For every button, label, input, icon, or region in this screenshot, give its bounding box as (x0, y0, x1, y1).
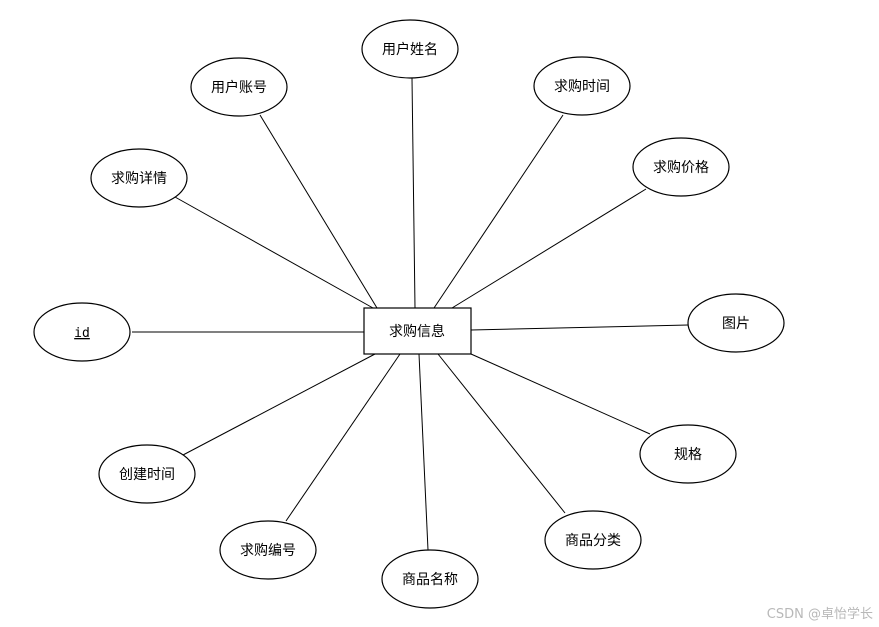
attribute-label-image: 图片 (722, 316, 750, 332)
entity-box: 求购信息 (363, 307, 472, 355)
connector-create-time (182, 353, 376, 456)
attribute-ellipse-user-account (190, 57, 288, 117)
attribute-label-user-account: 用户账号 (211, 79, 267, 96)
attribute-purchase-time: 求购时间 (533, 56, 631, 116)
attribute-user-name: 用户姓名 (361, 19, 459, 79)
attribute-label-purchase-price: 求购价格 (653, 160, 709, 176)
attribute-id: id (33, 302, 131, 362)
connector-product-category (437, 353, 566, 514)
attribute-purchase-price: 求购价格 (632, 137, 730, 197)
attribute-ellipse-purchase-details (90, 148, 188, 208)
attribute-ellipse-purchase-time (533, 56, 631, 116)
attribute-ellipse-id (33, 302, 131, 362)
attribute-create-time: 创建时间 (98, 444, 196, 504)
attribute-user-account: 用户账号 (190, 57, 288, 117)
attribute-label-purchase-details: 求购详情 (111, 171, 167, 187)
connector-lines (132, 77, 689, 551)
attribute-label-spec: 规格 (674, 447, 702, 463)
connector-purchase-number (285, 353, 401, 522)
attribute-ellipse-purchase-price (632, 137, 730, 197)
connector-user-account (259, 114, 378, 309)
attribute-purchase-number: 求购编号 (219, 520, 317, 580)
connector-purchase-details (174, 196, 374, 309)
attribute-label-create-time: 创建时间 (119, 467, 175, 483)
attribute-label-product-category: 商品分类 (565, 533, 621, 549)
connector-image (470, 324, 689, 331)
attribute-label-product-name: 商品名称 (402, 572, 458, 588)
attribute-product-category: 商品分类 (544, 510, 642, 570)
attribute-ellipse-user-name (361, 19, 459, 79)
attribute-ellipse-spec (639, 424, 737, 484)
attribute-image: 图片 (687, 293, 785, 353)
attribute-label-user-name: 用户姓名 (382, 41, 438, 58)
connector-spec (470, 353, 651, 435)
attribute-label-purchase-number: 求购编号 (240, 543, 296, 559)
entity-label: 求购信息 (389, 323, 445, 340)
attribute-ellipse-product-name (381, 549, 479, 609)
attribute-ellipse-purchase-number (219, 520, 317, 580)
attribute-label-purchase-time: 求购时间 (554, 79, 610, 95)
attribute-label-id: id (74, 326, 90, 341)
attribute-ellipse-create-time (98, 444, 196, 504)
attribute-product-name: 商品名称 (381, 549, 479, 609)
attribute-spec: 规格 (639, 424, 737, 484)
attribute-ellipse-image (687, 293, 785, 353)
watermark: CSDN @卓怡学长 (766, 607, 873, 622)
attribute-ellipse-product-category (544, 510, 642, 570)
connector-purchase-price (451, 188, 647, 309)
connector-purchase-time (433, 114, 564, 309)
connector-user-name (411, 77, 416, 309)
attribute-purchase-details: 求购详情 (90, 148, 188, 208)
connector-product-name (418, 353, 429, 551)
